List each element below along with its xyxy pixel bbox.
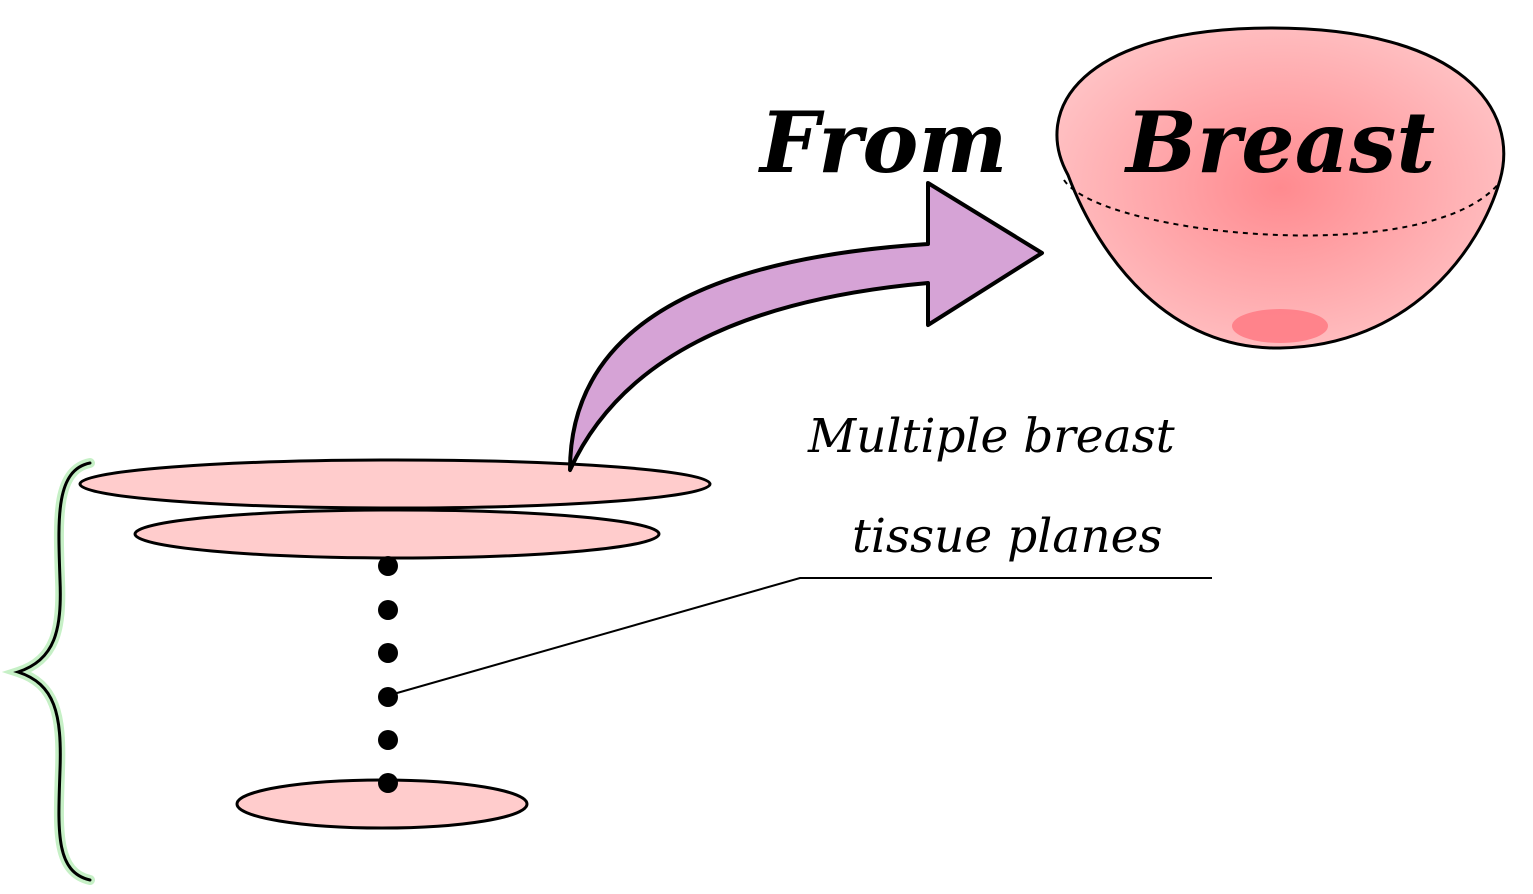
curved-arrow (568, 181, 1044, 472)
tissue-plane-top (78, 458, 712, 510)
label-leader-line (389, 577, 1212, 696)
from-label: From (758, 93, 1007, 192)
curly-brace (1, 458, 95, 885)
planes-label-line1: Multiple breast (807, 409, 1175, 464)
tissue-plane-second (133, 508, 661, 560)
planes-label-line2: tissue planes (852, 509, 1163, 564)
ellipsis-dots (378, 556, 398, 793)
breast-label: Breast (1124, 93, 1435, 192)
nipple-icon (1232, 309, 1328, 343)
breast-shape (1055, 26, 1506, 350)
